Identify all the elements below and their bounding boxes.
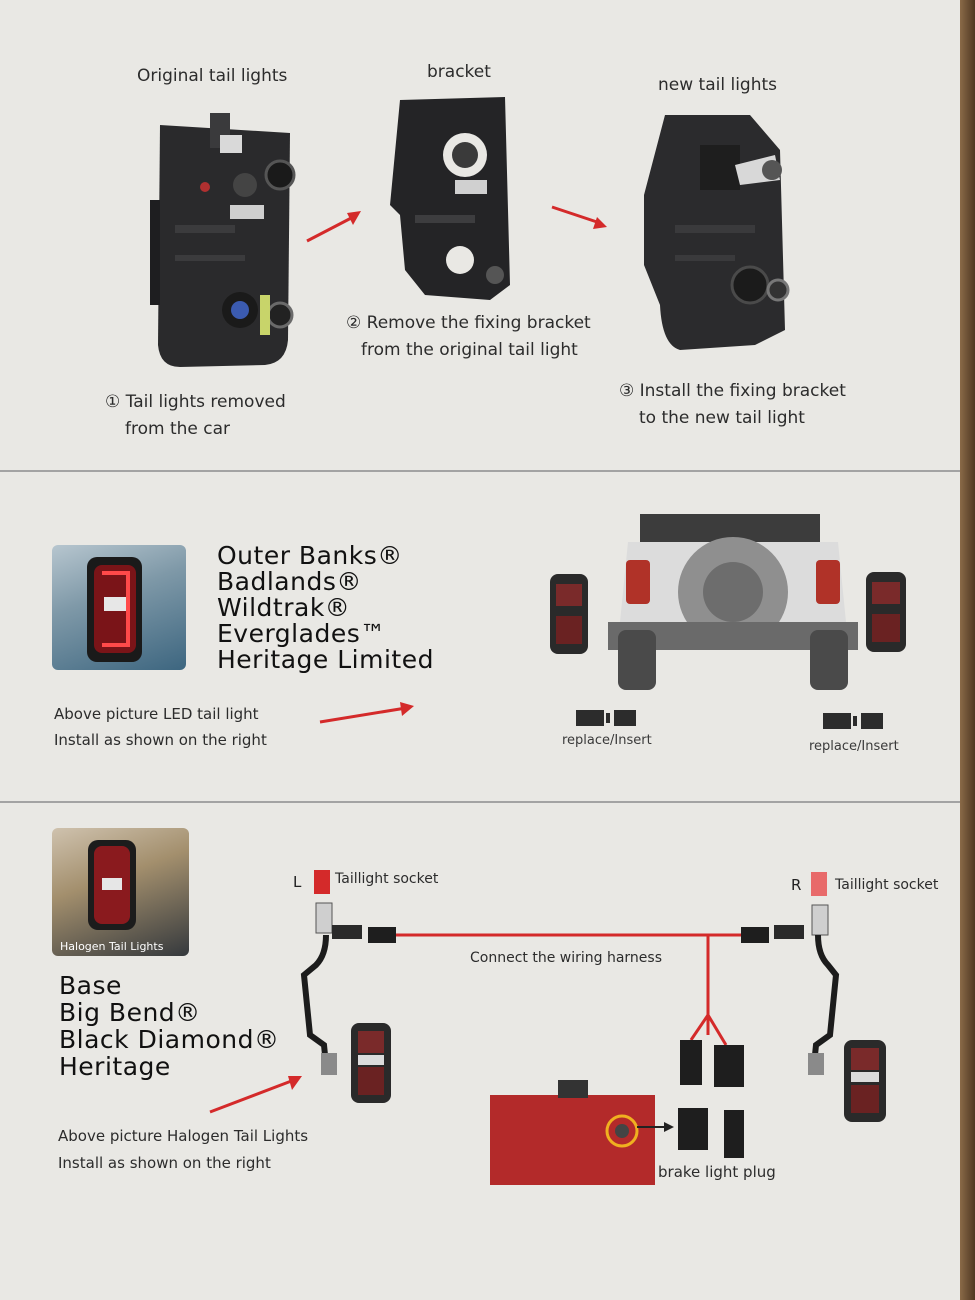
model-name: Black Diamond® [59,1026,279,1053]
left-socket-label: Taillight socket [335,871,438,887]
red-marker-icon [811,872,827,896]
step1-line2: from the car [125,419,230,439]
model-name: Heritage Limited [217,647,434,673]
original-tail-light-image [140,105,305,375]
table-edge [960,0,975,1300]
arrow-icon [550,205,610,235]
connector-icon [576,708,638,728]
vehicle-rear-image [548,512,908,692]
label-original-tail-lights: Original tail lights [137,66,287,86]
label-new-tail-lights: new tail lights [658,75,777,95]
halogen-tail-light-photo: Halogen Tail Lights [52,828,189,956]
left-side-letter: L [293,873,301,891]
right-socket-label: Taillight socket [835,877,938,893]
brake-light-plug-label: brake light plug [658,1163,776,1181]
model-name: Badlands® [217,569,434,595]
connector-left-label: replace/Insert [562,733,652,748]
connector-right-label: replace/Insert [809,739,899,754]
step3-line1: ③ Install the fixing bracket [619,381,846,401]
step1-line1: ① Tail lights removed [105,392,286,412]
led-note-line2: Install as shown on the right [54,731,267,749]
label-bracket: bracket [427,62,491,82]
led-note-line1: Above picture LED tail light [54,705,259,723]
bracket-image [385,95,520,305]
step2-line1: ② Remove the fixing bracket [346,313,591,333]
wiring-harness-diagram [296,895,856,1195]
right-side-letter: R [791,876,801,894]
model-name: Wildtrak® [217,595,434,621]
photo-caption: Halogen Tail Lights [60,940,163,953]
arrow-icon [318,700,418,725]
model-name: Everglades™ [217,621,434,647]
step2-line2: from the original tail light [361,340,578,360]
model-name: Big Bend® [59,999,279,1026]
led-model-list: Outer Banks® Badlands® Wildtrak® Evergla… [217,543,434,673]
halogen-model-list: Base Big Bend® Black Diamond® Heritage [59,972,279,1080]
harness-label: Connect the wiring harness [470,950,662,966]
led-tail-light-photo [52,545,186,670]
red-marker-icon [314,870,330,894]
halogen-note-line2: Install as shown on the right [58,1154,271,1172]
new-tail-light-image [640,105,800,360]
halogen-note-line1: Above picture Halogen Tail Lights [58,1127,308,1145]
section-divider [0,470,960,472]
connector-icon [823,711,885,731]
step3-line2: to the new tail light [639,408,805,428]
arrow-icon [305,205,365,245]
section-divider [0,801,960,803]
arrow-icon [208,1072,308,1117]
model-name: Base [59,972,279,999]
model-name: Outer Banks® [217,543,434,569]
